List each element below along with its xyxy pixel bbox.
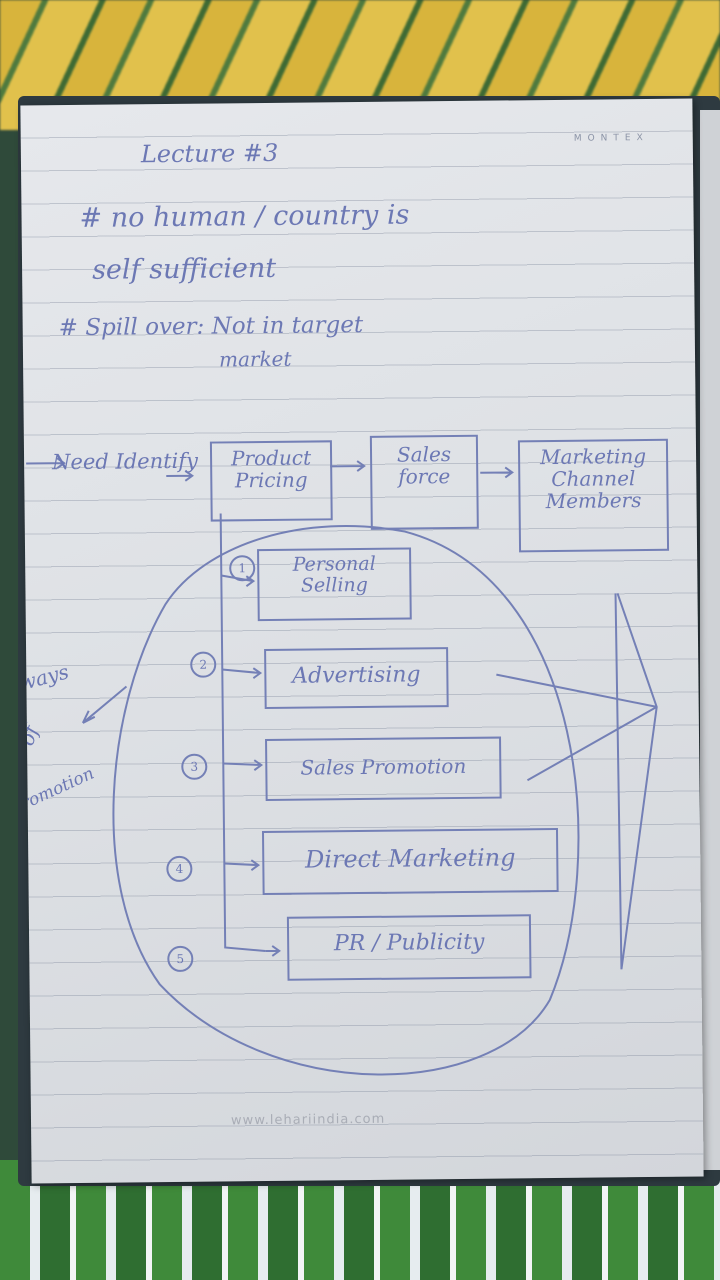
notebook-footer-url: www.lehariindia.com: [230, 1111, 386, 1129]
hand-drawn-arrows: [26, 457, 658, 1076]
flow-product-pricing-box: Product Pricing: [209, 440, 333, 522]
promotion-personal-selling-box: Personal Selling: [257, 547, 412, 622]
promotion-sales-promotion-box: Sales Promotion: [265, 736, 502, 802]
flow-sales-force-box: Sales force: [369, 434, 479, 530]
flow-need-identify: Need Identify: [51, 448, 199, 475]
promotion-pr-publicity-box: PR / Publicity: [286, 914, 532, 981]
notebook-page: MONTEX Lecture #3 # no human / country i…: [20, 98, 704, 1184]
next-page-edge: [700, 110, 720, 1170]
flow-marketing-channel-box: Marketing Channel Members: [517, 438, 670, 553]
number-badge-1: 1: [229, 555, 256, 582]
number-badge-2: 2: [190, 651, 217, 678]
number-badge-3: 3: [181, 753, 208, 780]
promotion-direct-marketing-box: Direct Marketing: [261, 827, 559, 896]
number-badge-5: 5: [167, 945, 194, 973]
number-badge-4: 4: [166, 855, 193, 883]
promotion-advertising-box: Advertising: [264, 647, 449, 710]
